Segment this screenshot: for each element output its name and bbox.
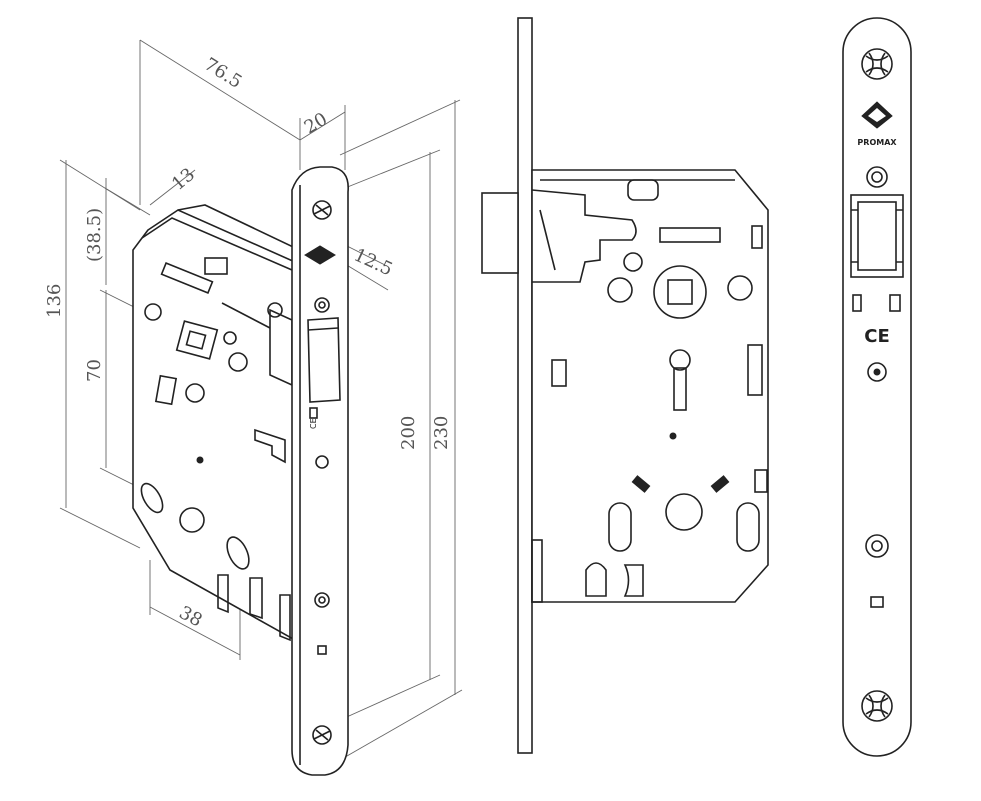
- screw-icon: [861, 690, 893, 722]
- slot-left: [551, 359, 567, 387]
- svg-text:230: 230: [431, 416, 452, 450]
- side-faceplate: [517, 17, 533, 754]
- svg-text:76.5: 76.5: [200, 54, 245, 93]
- svg-text:200: 200: [398, 416, 419, 450]
- hole-3: [223, 331, 237, 345]
- side-view: [481, 17, 769, 754]
- spindle-hub: [653, 265, 707, 319]
- slot-bottom-1: [585, 562, 607, 597]
- keyhole-round: [669, 349, 691, 371]
- keyhole-slot: [673, 367, 687, 411]
- svg-text:(38.5): (38.5): [84, 208, 105, 262]
- svg-text:PROMAX: PROMAX: [857, 138, 897, 147]
- screw-icon: [865, 534, 889, 558]
- screw-icon: [312, 200, 332, 220]
- hole-4: [228, 352, 248, 372]
- latch-opening: [850, 194, 904, 278]
- spindle-hub: [175, 320, 219, 360]
- dim-20: 20: [299, 105, 346, 170]
- svg-text:70: 70: [84, 359, 105, 382]
- svg-text:CE: CE: [309, 418, 318, 429]
- mark-slot-left: [852, 294, 862, 312]
- dim-136: 136: [44, 159, 141, 549]
- screw-icon: [312, 725, 332, 745]
- hole-2: [267, 302, 283, 318]
- svg-text:12.5: 12.5: [351, 244, 396, 280]
- svg-text:13: 13: [168, 164, 199, 195]
- oval-hole-1: [140, 482, 164, 514]
- svg-text:38: 38: [176, 602, 206, 631]
- mark-slot-right: [889, 294, 901, 312]
- brand-logo-icon: [861, 101, 893, 129]
- slot-bottom-2: [623, 564, 644, 597]
- screw-icon: [866, 166, 888, 188]
- slot-top: [627, 179, 659, 201]
- oval-hole-1: [608, 502, 632, 552]
- square-hole: [317, 645, 327, 655]
- hole-6: [179, 507, 205, 533]
- faceplate-front-view: PROMAX CE: [842, 17, 912, 757]
- mark-slot: [309, 407, 318, 419]
- hole-1: [144, 303, 162, 321]
- side-lock-case: [531, 169, 769, 603]
- dim-200: 200: [339, 149, 441, 721]
- brand-logo-icon: [304, 245, 336, 265]
- slot-right: [659, 227, 721, 243]
- svg-text:136: 136: [44, 284, 65, 318]
- side-hole-4: [665, 493, 703, 531]
- screw-icon: [314, 297, 330, 313]
- oval-hole-2: [736, 502, 760, 552]
- isometric-view: 76.5 20 13 136 (38.5) 70: [44, 39, 463, 776]
- slot-left: [154, 374, 178, 406]
- latch-slot: [160, 262, 214, 294]
- tab-bottom: [531, 539, 543, 603]
- svg-text:20: 20: [301, 109, 331, 139]
- latch-bolt: [307, 317, 341, 403]
- svg-text:CE: CE: [864, 326, 890, 347]
- screw-icon: [861, 48, 893, 80]
- tab-right-2: [747, 344, 763, 396]
- screw-icon: [314, 592, 330, 608]
- dim-13: 13: [104, 164, 199, 216]
- tab-right-1: [751, 225, 763, 249]
- slot-small: [204, 257, 228, 275]
- rivet-right-icon: [710, 475, 730, 493]
- side-hole-3: [727, 275, 753, 301]
- oval-hole-2: [226, 536, 250, 570]
- slot-bottom-1: [217, 574, 229, 614]
- latch-mechanism: [531, 189, 637, 283]
- bracket: [254, 428, 286, 464]
- lock-case: [132, 209, 296, 642]
- front-faceplate: [842, 17, 912, 757]
- latch-face: [857, 201, 897, 271]
- side-hole-2: [607, 277, 633, 303]
- slot-bottom-2: [249, 577, 263, 620]
- cert-mark-icon: [315, 455, 329, 469]
- spindle-square: [185, 330, 207, 350]
- cert-mark-icon: [867, 362, 887, 382]
- dim-38-5: (38.5): [84, 178, 107, 285]
- side-hole-1: [623, 252, 643, 272]
- square-hole: [870, 596, 884, 608]
- pin: [669, 432, 677, 440]
- rivet-left-icon: [631, 475, 651, 493]
- dim-230: 230: [339, 99, 463, 761]
- dim-76-5: 76.5: [139, 39, 301, 205]
- tab-right-3: [754, 469, 768, 493]
- side-latch-bolt: [481, 192, 519, 274]
- spindle-square: [667, 279, 693, 305]
- hole-5: [185, 383, 205, 403]
- pin: [196, 456, 204, 464]
